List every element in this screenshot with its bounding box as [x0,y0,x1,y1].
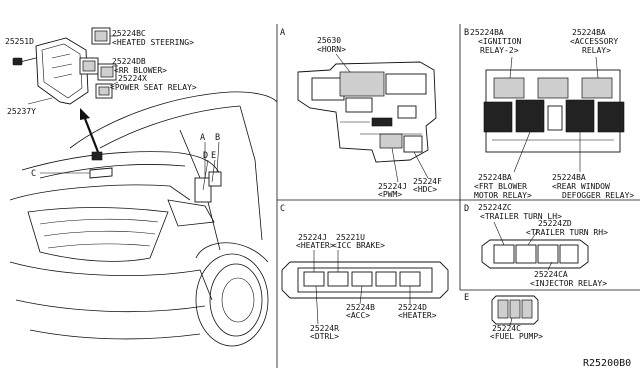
panel-a-25630-desc: <HORN> [317,45,346,54]
part-25224x-label: 25224X [118,74,147,83]
panel-c-25221u-desc: <ICC BRAKE> [332,241,385,250]
relay-bracket-assembly [12,27,119,105]
panel-c-25224r-desc: <DTRL> [310,332,339,341]
panel-a-25224j-desc: <PWM> [378,190,402,199]
panel-borders [276,24,640,368]
panel-e-25224c-desc: <FUEL PUMP> [490,332,543,341]
part-25237y-label: 25237Y [7,107,36,116]
bolt-icon [12,57,37,66]
panel-b-br-part: 25224BA [552,173,586,182]
panel-c-25224r-label: 25224R [310,324,339,333]
location-arrow-icon [80,108,100,153]
panel-d-25224zd-label: 25224ZD [538,219,572,228]
box-b-location-icon [208,171,222,187]
power-seat-relay-icon [95,83,113,99]
bracket-location-icon [91,151,103,161]
part-25224bc-label: 25224BC [112,29,146,38]
diagram-reference-code: R25200B0 [583,358,631,369]
panel-b-tr-part: 25224BA [572,28,606,37]
marker-a-label: A [200,133,205,143]
panel-c-25224d-label: 25224D [398,303,427,312]
panel-b-bl-desc2: MOTOR RELAY> [474,191,532,200]
panel-a-25224j-label: 25224J [378,182,407,191]
box-c-location-icon [89,167,113,179]
panel-c-25224j-desc: <HEATER> [296,241,335,250]
panel-d-letter: D [464,204,469,214]
panel-d-25224zd-desc: <TRAILER TURN RH> [526,228,608,237]
panel-b-tr-desc1: <ACCESSORY [570,37,618,46]
marker-c-label: C [31,169,36,179]
panel-b-br-desc1: <REAR WINDOW [552,182,610,191]
panel-c-25224b-label: 25224B [346,303,375,312]
panel-a-25630-label: 25630 [317,36,341,45]
relay-block-d [481,239,589,269]
marker-b-label: B [215,133,220,143]
fuel-pump-relay-e [491,295,539,325]
panel-d-25224zc-desc: <TRAILER TURN LH> [480,212,562,221]
panel-c-25221u-label: 25221U [336,233,365,242]
panel-d-25224zc-label: 25224ZC [478,203,512,212]
fuse-box-a [297,61,437,163]
part-25224db-label: 25224DB [112,57,146,66]
panel-b-tl-part: 25224BA [470,28,504,37]
panel-b-tr-desc2: RELAY> [582,46,611,55]
panel-d-25224ca-label: 25224CA [534,270,568,279]
panel-b-bl-desc1: <FRT BLOWER [474,182,527,191]
panel-b-bl-part: 25224BA [478,173,512,182]
panel-e-25224c-label: 25224C [492,324,521,333]
vehicle-illustration [9,91,278,347]
part-25251d-label: 25251D [5,37,34,46]
relay-box-b [483,69,625,153]
marker-d-label: D [203,151,208,161]
part-25224x-desc: <POWER SEAT RELAY> [110,83,197,92]
rr-blower-relay-icon [79,57,117,81]
panel-c-letter: C [280,204,285,214]
panel-a-letter: A [280,28,285,38]
panel-c-25224d-desc: <HEATER> [398,311,437,320]
fuse-block-c [281,261,449,299]
panel-a-25224f-desc: <HDC> [413,185,437,194]
marker-e-label: E [211,151,216,161]
panel-b-tl-desc2: RELAY-2> [480,46,519,55]
panel-c-25224j-label: 25224J [298,233,327,242]
panel-e-letter: E [464,293,469,303]
part-25224db-desc: <RR BLOWER> [114,66,167,75]
heated-steering-relay-icon [91,27,118,45]
part-25224bc-desc: <HEATED STEERING> [112,38,194,47]
panel-b-br-desc2: DEFOGGER RELAY> [562,191,634,200]
panel-a-25224f-label: 25224F [413,177,442,186]
panel-c-25224b-desc: <ACC> [346,311,370,320]
panel-b-letter: B [464,28,469,38]
panel-b-tl-desc1: <IGNITION [478,37,522,46]
panel-d-25224ca-desc: <INJECTOR RELAY> [530,279,607,288]
